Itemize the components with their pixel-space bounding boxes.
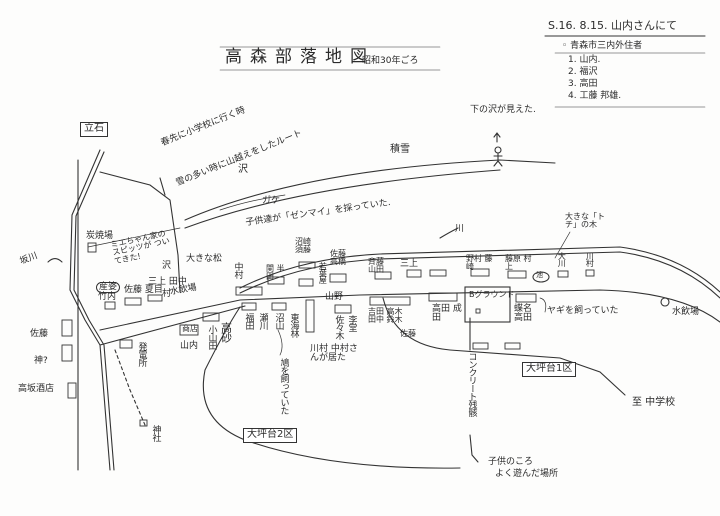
street-branch [99,305,246,346]
hill-outline [202,306,461,469]
snow-line-2 [184,169,501,229]
pointer [47,257,63,263]
sawa-label-2: 沢 [162,261,172,271]
power-station-label: 発電所 [136,342,147,366]
shop-label: 商店 [182,324,198,333]
house-label: 佐藤 [30,329,49,339]
play-note: 子供のころ [488,457,534,467]
sawa-label: 沢 [238,164,248,175]
snow-line [184,159,556,221]
river [239,246,720,293]
informant-item: 4. 工藤 邦雄. [568,91,622,101]
map-title: 高森部落地図 [225,47,375,67]
shrine-path [114,349,146,426]
house-label: 李堂 [346,315,357,331]
otsubodai-1-sign: 大坪台1区 [522,362,577,377]
view-note: 下の沢が見えた. [470,105,536,115]
house-label: 蝶名 高田 [514,304,533,324]
big-pine-label: 大きな松 [186,254,223,264]
sumiyaki-label: 炭焼場 [86,231,114,241]
informants-heading: ◦ 青森市三内外住者 [562,41,643,51]
water-spot-label-right: 水飲場 [672,307,700,317]
date-source-note: S.16. 8.15. 山内さんにて [548,19,677,32]
cliff-label: ガケ [262,196,281,206]
pointer [554,231,571,259]
house-label: 三上 田中 [148,277,187,287]
house-label: 吉田 高木 田中 鈴木 [368,307,403,325]
house-label: 山野 [325,292,344,302]
house-label: 小山田 [206,325,217,349]
tateishi-sign: 立石 [80,122,108,137]
house-label: 佐藤 高橋 [330,249,346,267]
sake-shop-label: 高坂酒店 [18,384,55,394]
house-label: 山内 [180,341,199,351]
house-label: 三上 [400,259,419,269]
pointer [159,177,166,196]
house-label: 大川 [557,252,567,266]
concrete-ruins-label: コンクリート残骸 [466,352,477,416]
midwife-label: 産婆 [96,282,121,294]
pond-label: 池 [536,271,543,279]
house-label: 高田 成田 [432,304,462,324]
pointer [277,329,283,356]
sakagawa-stream-2 [73,151,115,471]
pointer [439,227,459,239]
path-to-school [382,297,626,396]
to-junior-high-label: 至 中学校 [632,397,676,408]
house-label: 関 半田 [266,264,285,282]
play-note: よく遊んだ場所 [495,469,559,479]
house-label: 神? [34,356,48,366]
person-figure [493,132,503,167]
house-label: 中村 [232,262,243,278]
snow-label: 積雪 [390,144,410,155]
house-label: 藤原 村上 [505,254,532,272]
mountain-route [99,171,181,293]
map-era: 昭和30年ごろ [362,56,419,66]
house-label: 沼山 [273,313,284,329]
shrine-label: 神社 [150,425,161,441]
playground-label: Bグラウンド [469,290,515,299]
goat-note: ヤギを飼っていた [547,306,619,316]
house-label: 村 [162,289,172,299]
pond [532,271,550,283]
house-label: 若葉屋 [318,262,328,283]
otsubodai-2-sign: 大坪台2区 [243,428,298,443]
house-label: 竹内 [98,292,117,302]
main-street [99,289,720,331]
playground [464,286,511,323]
house-label: 高砂 [219,322,233,342]
houses [61,242,595,427]
informant-item: 2. 福沢 [568,67,598,77]
house-label: 福田 [243,313,254,329]
water-spring [660,297,670,307]
tochi-tree-label: 大きな「トチ」の木 [565,212,605,230]
pointer [539,297,547,313]
river-2 [239,251,720,299]
house-label: 瀬川 [257,313,268,329]
pigeon-note: 鳩を飼っていた [278,358,289,414]
arrow [469,434,479,463]
house-label: 佐藤 [400,329,416,338]
house-label: 佐々木 [333,315,344,339]
house-label: 野村 藤崎 [466,254,493,272]
cliff-mark [219,194,286,211]
river-label: 川 [455,224,465,234]
house-label: 川村 [585,252,595,266]
house-label: 斉藤 山田 [368,257,384,275]
sakagawa-stream [69,149,111,471]
house-label: 東海林 [288,313,299,337]
informant-item: 1. 山内. [568,55,601,65]
house-label: 沼崎 須藤 [295,237,311,255]
sumiyaki-path [87,227,181,248]
informant-item: 3. 高田 [568,79,598,89]
kawamura-note: 川村 中村さんが居た [310,344,358,364]
house-label: 佐藤 夏目 [124,285,163,295]
